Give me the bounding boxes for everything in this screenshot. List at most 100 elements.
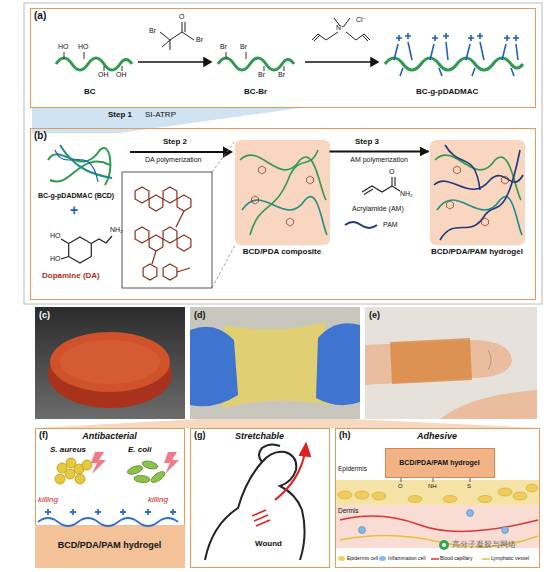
epidermis-band-part-part: [526, 484, 538, 492]
panel-label: (e): [369, 311, 380, 320]
bc-chain: [56, 58, 132, 70]
photo-finger-part: [365, 340, 512, 385]
dopamine-structure-part: [69, 237, 92, 263]
photo-stretching-part: [190, 327, 238, 407]
epidermis-band-part-part: [478, 496, 492, 503]
legend-text: Lymphatic vessel: [491, 556, 529, 561]
dermis-band-part: [340, 516, 538, 531]
panel-label: (b): [34, 131, 47, 141]
legend-swatch: [338, 556, 345, 561]
pdadmac-brushes-part: [394, 42, 518, 60]
atom-label: S: [467, 483, 471, 489]
panel-title: Stretchable: [191, 432, 328, 441]
atom-label: HO: [50, 232, 61, 239]
legend-line-sample: [431, 556, 439, 562]
pam-sample: [345, 222, 377, 228]
plus-sign: +: [70, 203, 78, 217]
bromine-bonds: [226, 52, 284, 71]
epidermis-band-part-part: [372, 492, 386, 500]
watermark: 高分子凝胶与网络: [452, 541, 516, 549]
pam-sample-part: [345, 222, 377, 228]
material-name: BC-Br: [244, 88, 267, 96]
dermis-band-part: [359, 510, 509, 534]
step-method: DA polymerization: [145, 156, 201, 163]
photo-hydrogel-disc: [35, 307, 185, 419]
step-label: Step 2: [163, 138, 187, 146]
photo-panel: (c): [35, 307, 185, 419]
acrylamide-structure-part: [362, 186, 392, 195]
photo-panel: (d): [190, 307, 360, 419]
atom-label: NH₂: [400, 190, 413, 197]
atom-label: O: [398, 483, 403, 489]
effect-label: killing: [148, 496, 168, 504]
photo-finger-part: [365, 307, 537, 419]
pda-inset-part: [122, 172, 212, 288]
hydroxyl-bonds-part: [84, 52, 85, 59]
pda-inset-part-part: [177, 195, 191, 211]
bromine-bonds-part: [264, 66, 265, 71]
hydroxyl-bonds: [64, 52, 122, 71]
legend-line-sample: [482, 558, 490, 560]
acrylamide-structure-part: [392, 186, 400, 191]
hydrogel-patch: BCD/PDA/PAM hydrogel: [385, 448, 495, 478]
s-aureus-cluster-part: [55, 474, 65, 484]
wound-mark-part: [252, 510, 270, 526]
bacteria-name: S. aureus: [50, 446, 86, 454]
adhesion-bonds-part: [433, 478, 434, 482]
step-label: Step 1: [108, 111, 132, 119]
process-arrow: [330, 151, 429, 153]
bc-chain-part: [56, 58, 132, 70]
layer-text: BCD/PDA/PAM hydrogel: [35, 541, 185, 550]
panel-box: (b)BCD/PDA compositeBCD/PDA/PAM hydrogel: [30, 128, 536, 300]
pda-inset-part-part: [163, 227, 177, 243]
pda-inset-part-part: [163, 264, 177, 280]
composite-box: BCD/PDA composite: [235, 140, 330, 245]
dermis-band-part-part: [502, 527, 509, 534]
s-aureus-cluster-part: [74, 464, 84, 474]
photo-hydrogel-disc-part: [50, 332, 170, 392]
panel-funnel-part: [35, 419, 540, 428]
stretch-arrow-part: [275, 452, 305, 500]
box-caption: BCD/PDA/PAM hydrogel: [420, 248, 535, 256]
atom-label: OH: [98, 71, 109, 78]
reaction-arrow: [138, 58, 378, 66]
legend-line-sample: [431, 558, 439, 560]
dadmac-monomer-part: [312, 32, 338, 41]
bc-br-chain: [218, 58, 294, 70]
atom-label: O: [179, 13, 184, 20]
bromine-bonds-part: [226, 52, 227, 59]
e-coli-rods-part: [126, 464, 143, 476]
panel-funnel: [35, 419, 540, 428]
epidermis-band: [336, 480, 539, 505]
bromide-reagent-part: [182, 22, 185, 32]
epidermis-band-part-part: [443, 496, 457, 503]
dermis-band-part: [336, 505, 539, 548]
epidermis-band-part: [336, 480, 539, 505]
photo-panel: (e): [365, 307, 537, 419]
epidermis-band-part-part: [338, 491, 352, 499]
bcd-network-part: [55, 150, 98, 182]
cationic-chains: [38, 509, 178, 526]
photo-hydrogel-disc-part: [48, 340, 172, 408]
atom-label: HO: [50, 255, 61, 262]
s-aureus-cluster-part: [57, 463, 67, 473]
atom-label: N⁺: [336, 24, 345, 31]
hydrogel-box: BCD/PDA/PAM hydrogel: [430, 140, 525, 245]
zoom-lines: [212, 141, 235, 288]
watermark-icon-part: [439, 540, 449, 550]
panel-label: (c): [39, 311, 50, 320]
bromine-bonds-part: [284, 66, 285, 71]
arm-outline-part: [205, 452, 305, 560]
photo-hydrogel-disc-part: [35, 307, 185, 419]
step1-wedge: [32, 108, 300, 133]
layer-text: BCD/PDA/PAM hydrogel: [386, 459, 494, 466]
hydroxyl-bonds-part: [104, 66, 105, 71]
watermark-icon-part: [442, 543, 446, 547]
step-method: SI-ATRP: [145, 111, 176, 119]
epidermis-band-part: [338, 484, 538, 503]
arm-outline: [205, 444, 305, 560]
bcd-network-part: [48, 148, 110, 185]
lightning-bolts-part: [164, 452, 179, 474]
legend-line-sample: [482, 556, 490, 562]
